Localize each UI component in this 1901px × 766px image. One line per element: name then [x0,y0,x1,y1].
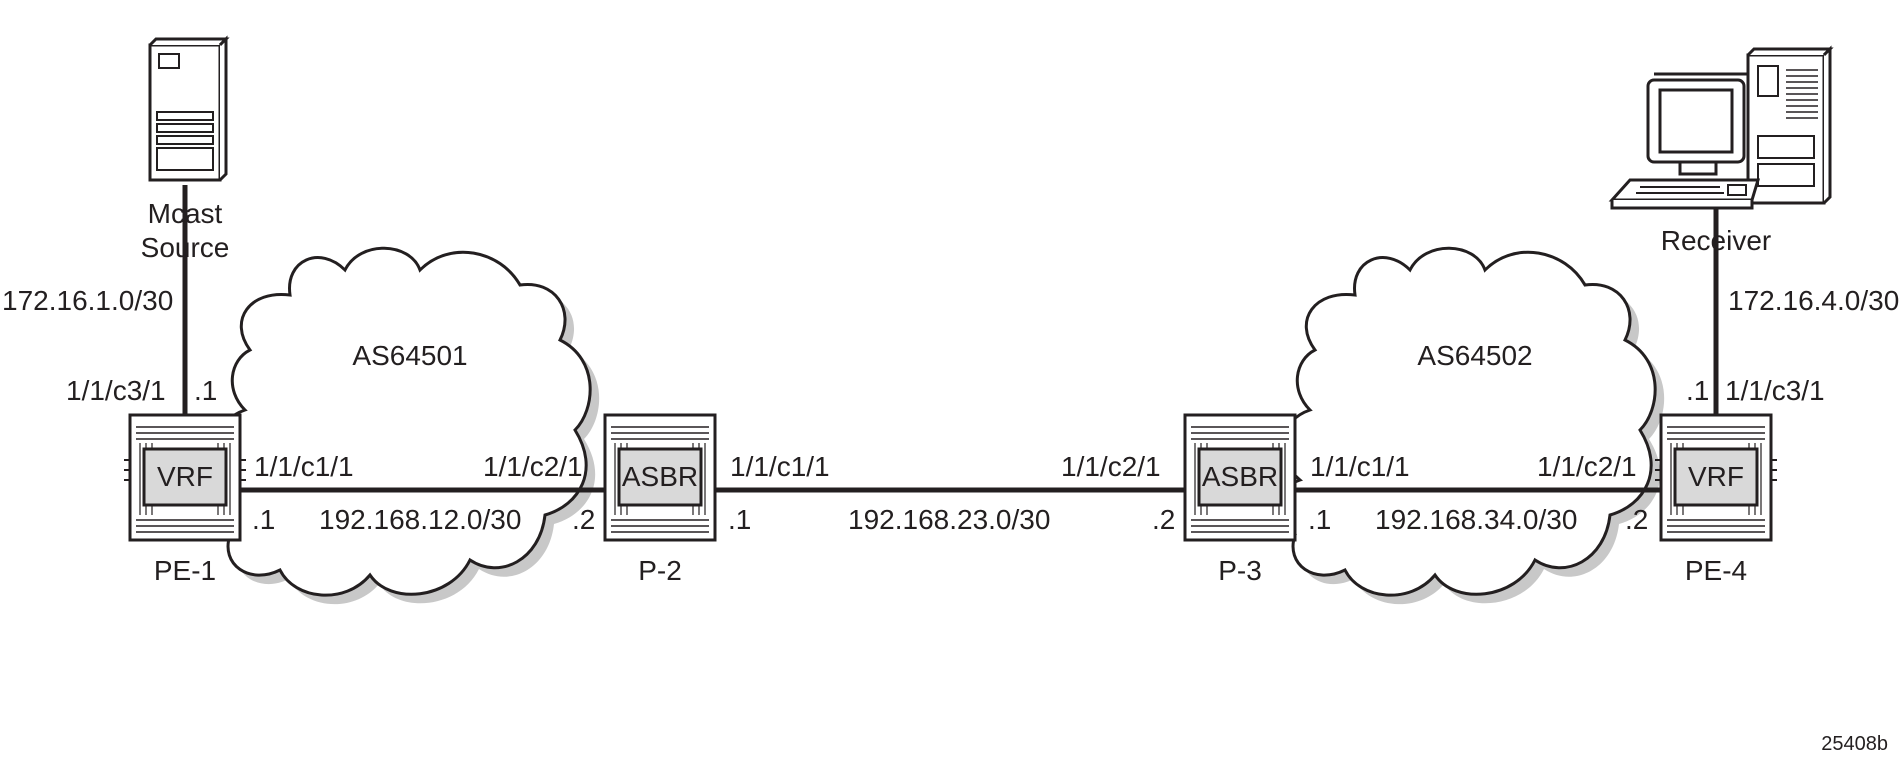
links [182,185,1719,493]
router-box-label: ASBR [622,461,698,492]
port-label: 1/1/c1/1 [1310,451,1410,482]
port-label: 1/1/c3/1 [66,375,166,406]
node-name-pe1: PE-1 [154,555,216,586]
node-name-p2: P-2 [638,555,682,586]
ip-label: .1 [1686,375,1709,406]
router-p3: ASBR [1183,413,1297,542]
router-p2: ASBR [603,413,717,542]
router-pe1: VRF [124,413,246,542]
workstation-icon [1608,45,1834,210]
source-label-line1: Mcast [148,198,223,229]
cloud-label-right: AS64502 [1417,340,1532,371]
router-box-label: VRF [1688,461,1744,492]
port-label: 1/1/c2/1 [1061,451,1161,482]
cloud-as64501: AS64501 [208,246,600,605]
server-icon [148,35,230,182]
subnet-pe1-p2: 192.168.12.0/30 [319,504,521,535]
ip-label: .2 [1152,504,1175,535]
subnet-p2-p3: 192.168.23.0/30 [848,504,1050,535]
port-label: 1/1/c2/1 [1537,451,1637,482]
router-pe4: VRF [1655,413,1777,542]
subnet-source: 172.16.1.0/30 [2,285,173,316]
ip-label: .1 [194,375,217,406]
cloud-label-left: AS64501 [352,340,467,371]
ip-label: .1 [728,504,751,535]
port-label: 1/1/c1/1 [254,451,354,482]
node-name-pe4: PE-4 [1685,555,1747,586]
port-label: 1/1/c2/1 [483,451,583,482]
node-name-p3: P-3 [1218,555,1262,586]
subnet-p3-pe4: 192.168.34.0/30 [1375,504,1577,535]
router-box-label: VRF [157,461,213,492]
ip-label: .2 [572,504,595,535]
receiver-label: Receiver [1661,225,1771,256]
router-box-label: ASBR [1202,461,1278,492]
port-label: 1/1/c1/1 [730,451,830,482]
subnet-receiver: 172.16.4.0/30 [1728,285,1899,316]
figure-id: 25408b [1821,733,1888,755]
port-label: 1/1/c3/1 [1725,375,1825,406]
ip-label: .1 [1308,504,1331,535]
ip-label: .1 [252,504,275,535]
source-label-line2: Source [141,232,230,263]
cloud-as64502: AS64502 [1273,246,1665,605]
ip-label: .2 [1625,504,1648,535]
